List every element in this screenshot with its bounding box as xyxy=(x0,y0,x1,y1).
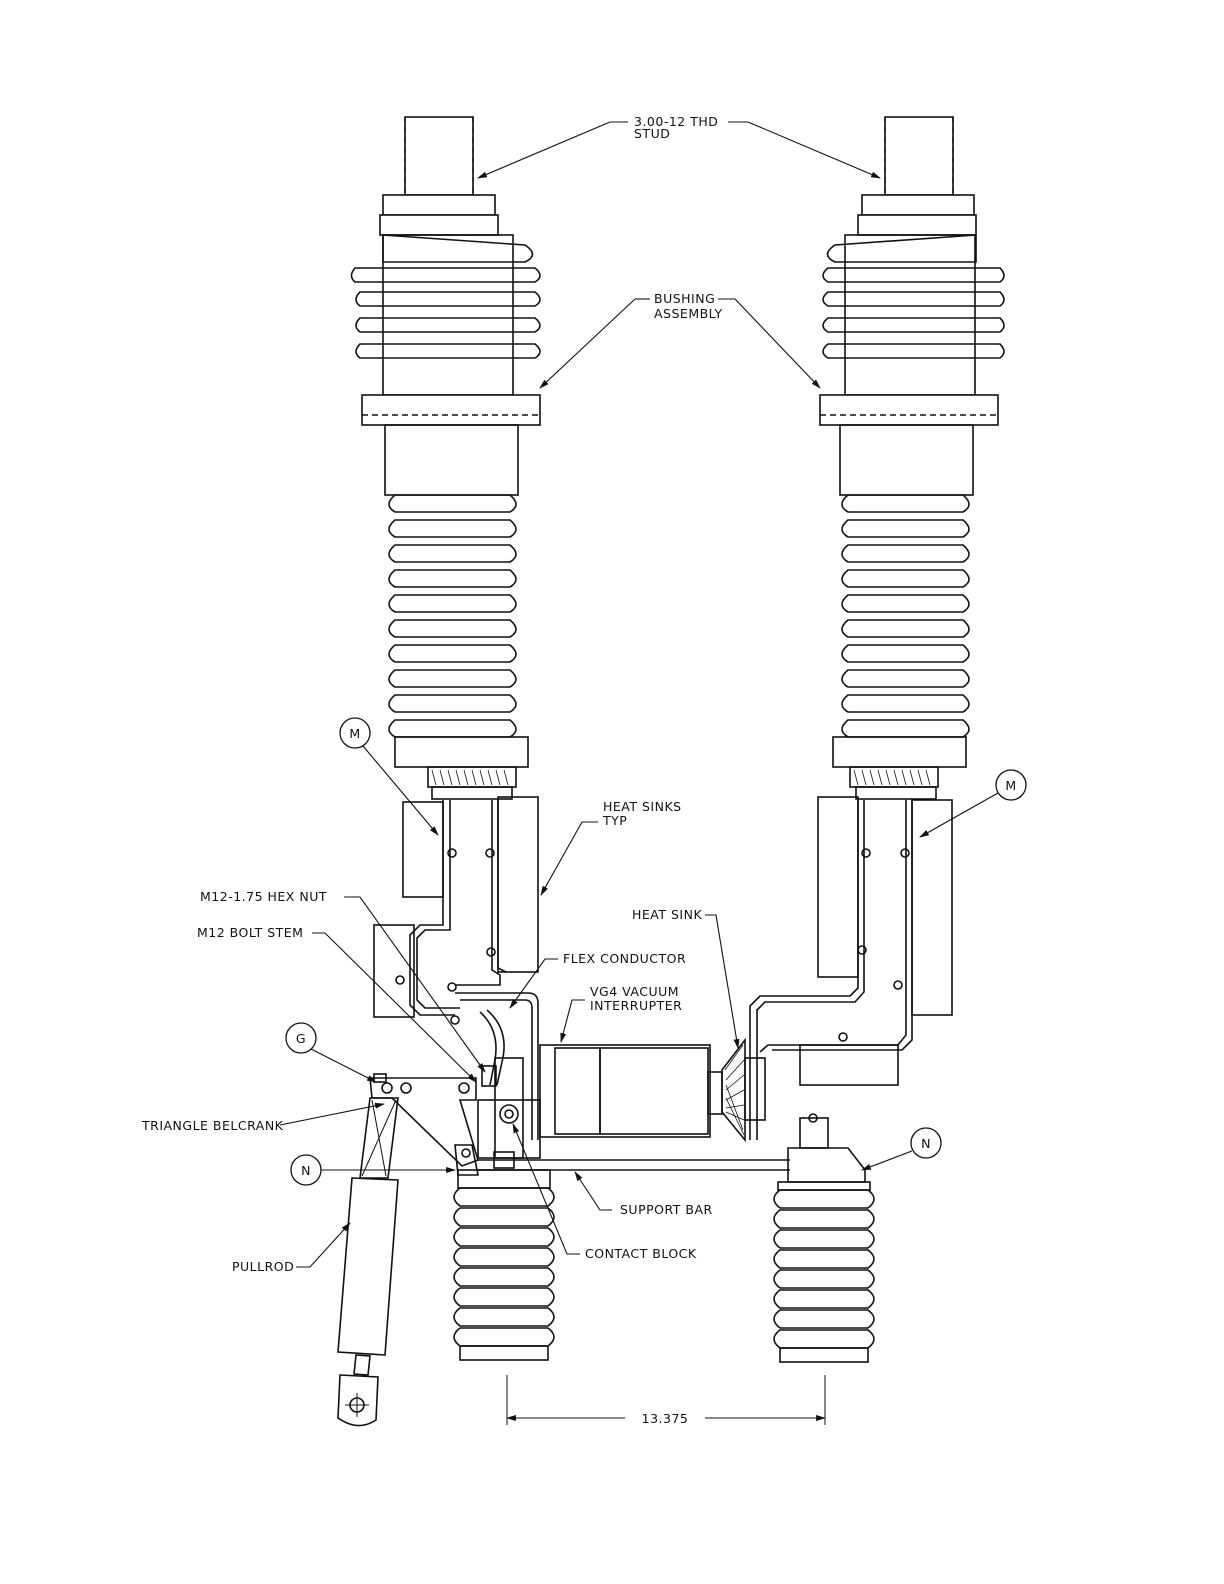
vacuum-label-line2: INTERRUPTER xyxy=(590,998,682,1013)
contact-block-label: CONTACT BLOCK xyxy=(585,1246,697,1261)
left-stud xyxy=(405,117,473,195)
callout-g: G xyxy=(286,1023,376,1082)
support-bar-label: SUPPORT BAR xyxy=(620,1202,713,1217)
callout-m-right-letter: M xyxy=(1005,778,1016,793)
dimension-13375: 13.375 xyxy=(507,1375,825,1426)
pullrod xyxy=(338,1098,398,1426)
right-lower-sheds xyxy=(833,495,969,767)
callout-n-right-letter: N xyxy=(921,1136,931,1151)
support-bar xyxy=(478,1118,865,1182)
callout-m-left: M xyxy=(340,718,438,835)
callout-n-left-letter: N xyxy=(301,1163,311,1178)
lower-right-bushing xyxy=(774,1182,874,1362)
vacuum-interrupter-callout: VG4 VACUUM INTERRUPTER xyxy=(561,984,682,1042)
support-bar-callout: SUPPORT BAR xyxy=(575,1172,713,1217)
hex-nut-label: M12-1.75 HEX NUT xyxy=(200,889,327,904)
flex-conductor-label: FLEX CONDUCTOR xyxy=(563,951,686,966)
bolt-stem-callout: M12 BOLT STEM xyxy=(197,925,476,1082)
left-bushing-assembly xyxy=(352,117,541,799)
pullrod-label: PULLROD xyxy=(232,1259,294,1274)
bushing-label-line2: ASSEMBLY xyxy=(654,306,723,321)
vacuum-interrupter xyxy=(540,1045,722,1137)
callout-n-right: N xyxy=(862,1128,941,1170)
stud-callout: 3.00-12 THD STUD xyxy=(478,114,880,178)
right-heat-sinks xyxy=(750,797,952,1140)
pullrod-callout: PULLROD xyxy=(232,1223,350,1274)
callout-n-left: N xyxy=(291,1155,455,1185)
heat-sink-callout: HEAT SINK xyxy=(632,907,738,1048)
left-upper-sheds xyxy=(352,235,541,395)
right-stud xyxy=(885,117,953,195)
callout-m-right: M xyxy=(920,770,1026,837)
left-heat-sinks xyxy=(374,797,538,1024)
callout-m-left-letter: M xyxy=(349,726,360,741)
bushing-label-line1: BUSHING xyxy=(654,291,715,306)
belcrank-label: TRIANGLE BELCRANK xyxy=(141,1118,284,1133)
vacuum-label-line1: VG4 VACUUM xyxy=(590,984,679,999)
belcrank-callout: TRIANGLE BELCRANK xyxy=(141,1104,384,1133)
contact-block xyxy=(478,1058,540,1158)
heat-sinks-label-line2: TYP xyxy=(602,813,627,828)
bolt-stem-label: M12 BOLT STEM xyxy=(197,925,303,940)
bushing-callout: BUSHING ASSEMBLY xyxy=(540,291,820,388)
heat-sinks-callout: HEAT SINKS TYP xyxy=(541,799,682,895)
right-heat-sink-cone xyxy=(722,1040,765,1140)
heat-sink-label: HEAT SINK xyxy=(632,907,702,922)
lower-left-bushing xyxy=(454,1170,554,1360)
callout-g-letter: G xyxy=(296,1031,306,1046)
heat-sinks-label-line1: HEAT SINKS xyxy=(603,799,682,814)
right-upper-sheds xyxy=(823,235,1004,395)
left-lower-sheds xyxy=(389,495,528,767)
dimension-label: 13.375 xyxy=(642,1411,689,1426)
stud-label-line2: STUD xyxy=(634,126,670,141)
right-bushing-assembly xyxy=(820,117,1004,799)
